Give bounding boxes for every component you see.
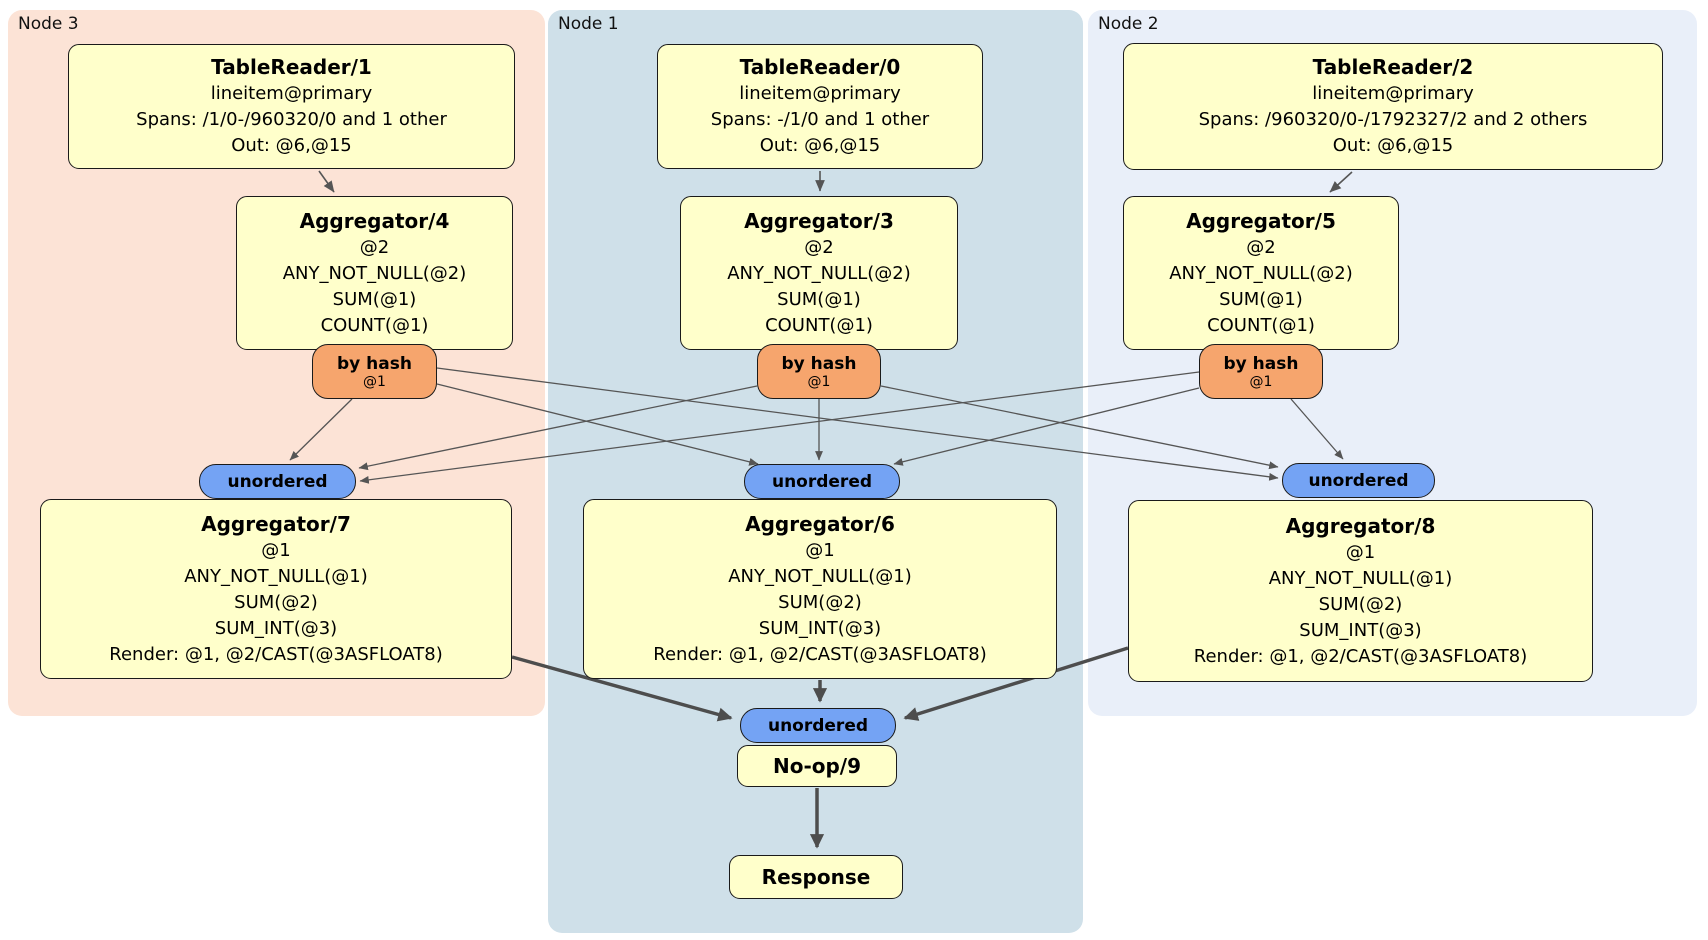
edge-tr2-to-agg5 [1329,171,1353,193]
aggregator-5-box: Aggregator/5 @2 ANY_NOT_NULL(@2) SUM(@1)… [1123,196,1399,350]
tablereader-2-title: TableReader/2 [1312,55,1474,79]
tablereader-2-out: Out: @6,@15 [1332,135,1454,156]
aggregator-3-title: Aggregator/3 [744,208,894,233]
aggregator-6-line: SUM_INT(@3) [758,617,882,639]
aggregator-4-line: COUNT(@1) [320,314,429,336]
node1-label: Node 1 [558,14,619,34]
aggregator-3-line: SUM(@1) [777,288,861,310]
aggregator-4-box: Aggregator/4 @2 ANY_NOT_NULL(@2) SUM(@1)… [236,196,513,350]
aggregator-7-line: @1 [261,539,291,561]
edge-agg8-to-unordered-final [903,646,1129,721]
tablereader-1-box: TableReader/1 lineitem@primary Spans: /1… [68,44,515,169]
aggregator-4-title: Aggregator/4 [299,208,450,233]
aggregator-7-box: Aggregator/7 @1 ANY_NOT_NULL(@1) SUM(@2)… [40,499,512,679]
tablereader-0-out: Out: @6,@15 [759,135,881,156]
aggregator-6-line: ANY_NOT_NULL(@1) [728,565,912,587]
edge-byhash2-to-unordered3 [359,371,1200,484]
unordered-sync-node1: unordered [744,464,900,499]
aggregator-5-line: ANY_NOT_NULL(@2) [1169,262,1353,284]
aggregator-8-box: Aggregator/8 @1 ANY_NOT_NULL(@1) SUM(@2)… [1128,500,1593,682]
edge-byhash3-to-unordered2 [436,367,1279,481]
aggregator-5-title: Aggregator/5 [1186,208,1336,233]
aggregator-5-line: COUNT(@1) [1207,314,1315,336]
aggregator-3-line: COUNT(@1) [765,314,873,336]
aggregator-6-box: Aggregator/6 @1 ANY_NOT_NULL(@1) SUM(@2)… [583,499,1057,679]
aggregator-8-title: Aggregator/8 [1285,513,1436,538]
tablereader-0-title: TableReader/0 [739,55,901,79]
aggregator-7-line: ANY_NOT_NULL(@1) [184,565,368,587]
aggregator-3-line: @2 [804,236,834,258]
node2-label: Node 2 [1098,14,1159,34]
aggregator-5-line: @2 [1246,236,1276,258]
tablereader-0-box: TableReader/0 lineitem@primary Spans: -/… [657,44,983,169]
unordered-sync-node3: unordered [199,464,356,499]
tablereader-2-box: TableReader/2 lineitem@primary Spans: /9… [1123,43,1663,170]
aggregator-6-title: Aggregator/6 [745,511,895,536]
node3-label: Node 3 [18,14,79,34]
unordered-label: unordered [771,471,873,492]
byhash-label: by hash [781,353,857,374]
aggregator-4-line: ANY_NOT_NULL(@2) [282,262,467,284]
tablereader-1-title: TableReader/1 [211,55,372,79]
aggregator-8-line: SUM_INT(@3) [1299,619,1422,641]
aggregator-7-line: SUM(@2) [234,591,318,613]
byhash-router-node1: by hash @1 [757,344,881,399]
aggregator-7-title: Aggregator/7 [201,511,351,536]
byhash-detail: @1 [363,373,386,390]
noop-9-box: No-op/9 [737,745,897,787]
aggregator-3-line: ANY_NOT_NULL(@2) [727,262,911,284]
edge-byhash3-to-unordered3 [289,398,353,461]
aggregator-8-line: ANY_NOT_NULL(@1) [1268,567,1453,589]
response-title: Response [761,864,871,889]
aggregator-5-line: SUM(@1) [1219,288,1303,310]
unordered-label: unordered [227,471,328,492]
tablereader-1-out: Out: @6,@15 [231,135,352,156]
response-box: Response [729,855,903,899]
edge-tr1-to-agg4 [318,170,335,193]
byhash-detail: @1 [1249,373,1273,390]
tablereader-2-index: lineitem@primary [1312,83,1474,104]
aggregator-6-line: SUM(@2) [778,591,862,613]
aggregator-8-line: SUM(@2) [1318,593,1403,615]
aggregator-8-line: @1 [1345,541,1376,563]
aggregator-7-line: SUM_INT(@3) [214,617,338,639]
byhash-label: by hash [337,353,412,374]
aggregator-4-line: @2 [359,236,390,258]
tablereader-1-spans: Spans: /1/0-/960320/0 and 1 other [136,109,447,130]
aggregator-4-line: SUM(@1) [332,288,417,310]
aggregator-7-render: Render: @1, @2/CAST(@3ASFLOAT8) [109,643,443,665]
edge-byhash3-to-unordered1 [436,383,759,466]
aggregator-3-box: Aggregator/3 @2 ANY_NOT_NULL(@2) SUM(@1)… [680,196,958,350]
noop-9-title: No-op/9 [772,753,862,778]
byhash-router-node2: by hash @1 [1199,344,1323,399]
unordered-label: unordered [767,715,869,736]
tablereader-0-spans: Spans: -/1/0 and 1 other [710,109,930,130]
tablereader-2-spans: Spans: /960320/0-/1792327/2 and 2 others [1198,109,1588,130]
byhash-label: by hash [1223,353,1299,374]
tablereader-0-index: lineitem@primary [739,83,901,104]
edge-byhash2-to-unordered1 [893,387,1200,466]
edge-byhash1-to-unordered3 [358,385,758,471]
byhash-detail: @1 [807,373,831,390]
aggregator-6-line: @1 [805,539,835,561]
tablereader-1-index: lineitem@primary [210,83,373,104]
edge-byhash2-to-unordered2 [1290,398,1344,460]
edge-agg7-to-unordered-final [511,655,733,722]
aggregator-8-render: Render: @1, @2/CAST(@3ASFLOAT8) [1193,645,1528,667]
unordered-sync-final: unordered [740,708,896,743]
aggregator-6-render: Render: @1, @2/CAST(@3ASFLOAT8) [653,643,987,665]
unordered-label: unordered [1308,470,1409,491]
byhash-router-node3: by hash @1 [312,344,437,399]
edge-byhash1-to-unordered2 [880,385,1279,470]
unordered-sync-node2: unordered [1282,463,1435,498]
